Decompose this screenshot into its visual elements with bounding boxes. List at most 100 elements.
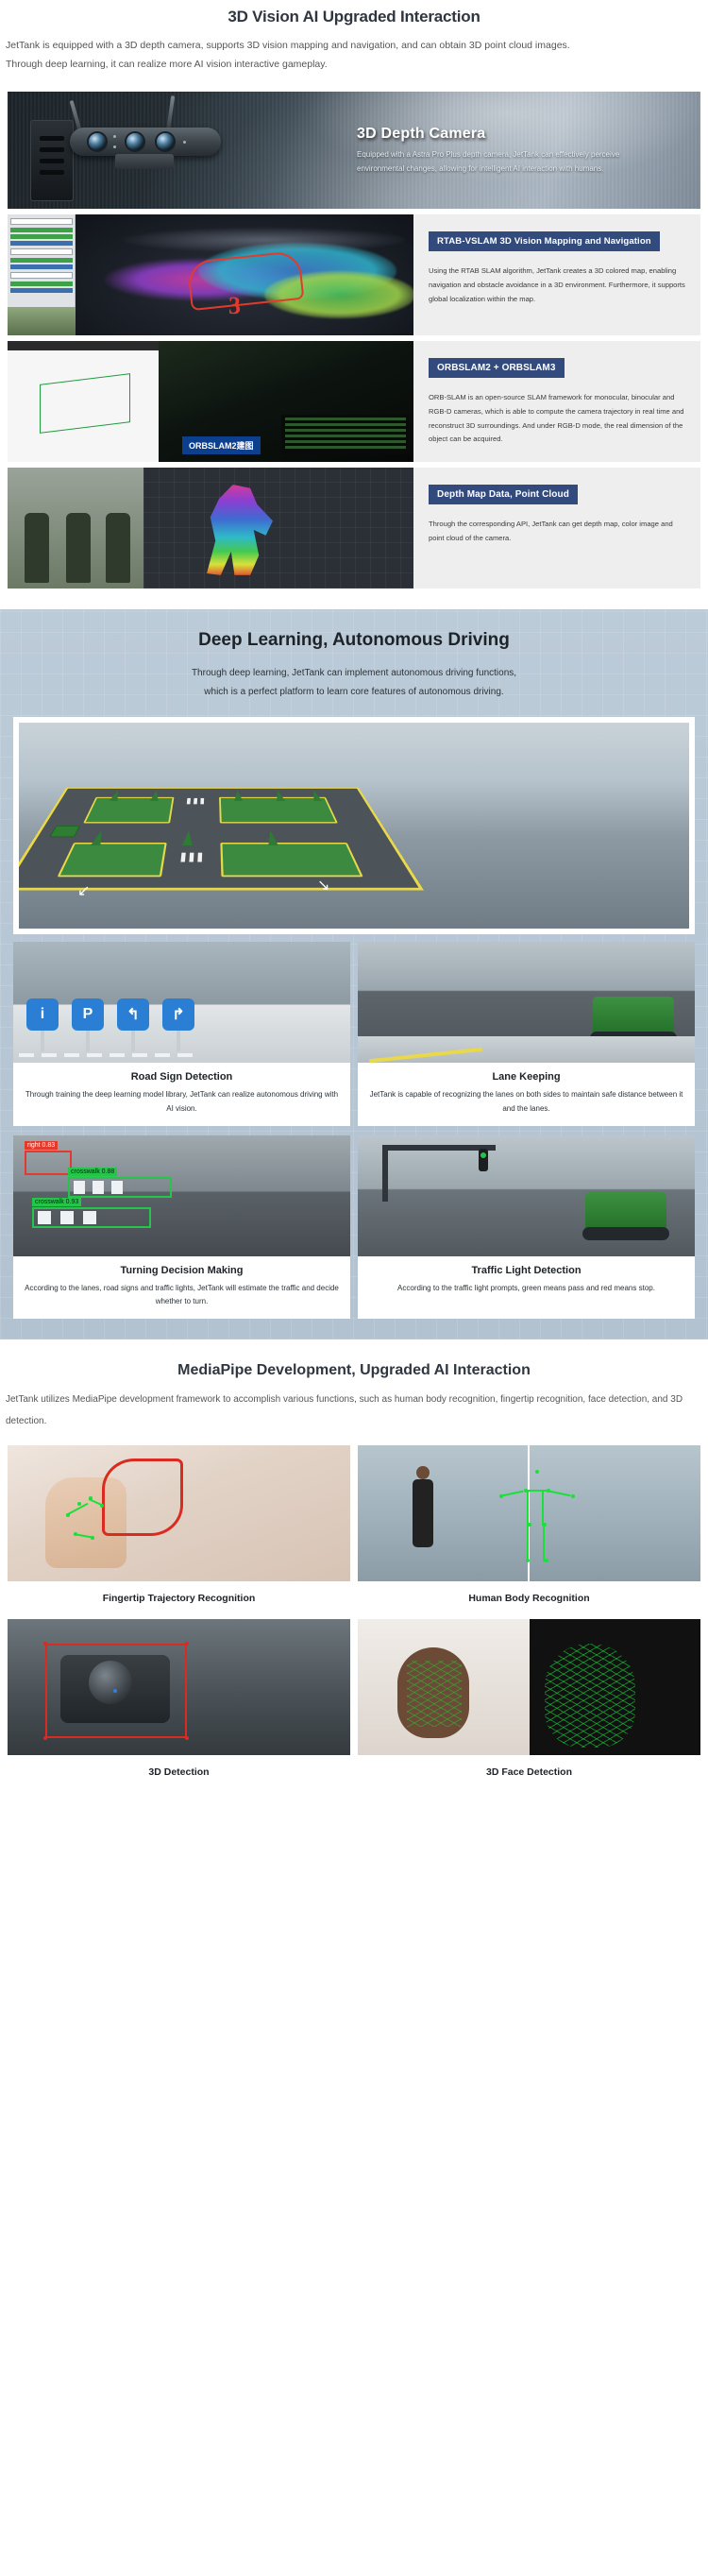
cell-fingertip-trajectory: Fingertip Trajectory Recognition: [8, 1445, 350, 1617]
detection-label: crosswalk 0.93: [32, 1197, 82, 1206]
fingertip-trajectory-path: [102, 1459, 183, 1537]
card-lane-keeping: Lane Keeping JetTank is capable of recog…: [358, 941, 695, 1126]
road-sign-icon: ↱: [162, 998, 194, 1031]
section-mediapipe: MediaPipe Development, Upgraded AI Inter…: [0, 1362, 708, 1791]
mediapipe-lead: JetTank utilizes MediaPipe development f…: [6, 1394, 683, 1427]
orbslam-trajectory-view: [8, 340, 159, 462]
deep-card-row-1: i P ↰ ↱ Road Sign Detection Through trai…: [13, 941, 695, 1126]
orbslam-description: ORB-SLAM is an open-source SLAM framewor…: [429, 392, 684, 444]
feature-rtab-vslam: 3 RTAB-VSLAM 3D Vision Mapping and Navig…: [8, 213, 700, 335]
vision-lead-line2: Through deep learning, it can realize mo…: [6, 59, 328, 71]
fingertip-photo: [8, 1445, 350, 1582]
product-page: 3D Vision AI Upgraded Interaction JetTan…: [0, 0, 708, 1791]
depth-camera-illustration: [25, 95, 242, 209]
orbslam-terminal: [281, 414, 410, 454]
orbslam-info: ORBSLAM2 + ORBSLAM3 ORB-SLAM is an open-…: [413, 341, 700, 462]
deep-lead-line2: which is a perfect platform to learn cor…: [204, 686, 504, 697]
cell-3d-face-detection: 3D Face Detection: [358, 1619, 700, 1791]
deep-card-row-2: right 0.83 crosswalk 0.88 crosswalk 0.93…: [13, 1134, 695, 1320]
section-3d-vision: 3D Vision AI Upgraded Interaction JetTan…: [0, 0, 708, 589]
hero-banner-depth-camera: 3D Depth Camera Equipped with a Astra Pr…: [8, 91, 700, 209]
3d-detection-photo: [8, 1619, 350, 1756]
depth-pointcloud-frame: [143, 467, 413, 589]
depth-map-media: [8, 467, 413, 589]
rtab-point-cloud-map: 3: [76, 213, 413, 335]
camera-lens-icon: [89, 132, 106, 150]
lane-keeping-photo: [358, 941, 695, 1063]
deep-lead-line1: Through deep learning, JetTank can imple…: [191, 667, 517, 678]
orbslam-screenshot: ORBSLAM2建图: [8, 340, 413, 462]
cell-human-body-recognition: Human Body Recognition: [358, 1445, 700, 1617]
camera-stand: [115, 153, 174, 169]
deep-learning-title: Deep Learning, Autonomous Driving: [198, 629, 510, 650]
hero-title: 3D Depth Camera: [357, 125, 486, 142]
traffic-light-photo: [358, 1134, 695, 1256]
detection-label: crosswalk 0.88: [68, 1167, 118, 1176]
rtab-info: RTAB-VSLAM 3D Vision Mapping and Navigat…: [413, 214, 700, 335]
card-turning-decision: right 0.83 crosswalk 0.88 crosswalk 0.93…: [13, 1134, 350, 1320]
rtab-description: Using the RTAB SLAM algorithm, JetTank c…: [429, 265, 685, 303]
camera-lens-icon: [126, 132, 143, 150]
card-title: Road Sign Detection: [130, 1070, 233, 1083]
card-traffic-light-detection: Traffic Light Detection According to the…: [358, 1134, 695, 1320]
detection-label: right 0.83: [25, 1140, 59, 1150]
rtab-badge: RTAB-VSLAM 3D Vision Mapping and Navigat…: [429, 230, 660, 251]
autonomous-track-scene: ↙ ↘: [19, 722, 689, 929]
card-text: According to the lanes, road signs and t…: [25, 1283, 339, 1306]
card-text: JetTank is capable of recognizing the la…: [369, 1089, 683, 1113]
cell-caption: 3D Face Detection: [485, 1766, 573, 1779]
feature-depth-map: Depth Map Data, Point Cloud Through the …: [8, 467, 700, 589]
hero-body: Equipped with a Astra Pro Plus depth cam…: [357, 149, 620, 173]
depth-map-info: Depth Map Data, Point Cloud Through the …: [413, 468, 700, 589]
cell-3d-detection: 3D Detection: [8, 1619, 350, 1791]
section-deep-learning: Deep Learning, Autonomous Driving Throug…: [0, 609, 708, 1339]
track-road-surface: [19, 787, 425, 891]
mediapipe-grid: Fingertip Trajectory Recognition: [8, 1445, 700, 1791]
card-road-sign-detection: i P ↰ ↱ Road Sign Detection Through trai…: [13, 941, 350, 1126]
camera-mount-plate: [30, 119, 74, 201]
mediapipe-title: MediaPipe Development, Upgraded AI Inter…: [177, 1362, 531, 1379]
mediapipe-row-1: Fingertip Trajectory Recognition: [8, 1445, 700, 1617]
vision-lead-line1: JetTank is equipped with a 3D depth came…: [6, 40, 570, 51]
rtab-media: 3: [8, 213, 413, 335]
jettank-robot: [582, 1191, 669, 1240]
cell-caption: 3D Detection: [148, 1766, 210, 1779]
feature-orbslam: ORBSLAM2建图 ORBSLAM2 + ORBSLAM3 ORB-SLAM …: [8, 340, 700, 462]
antenna-right-icon: [166, 95, 176, 132]
deep-learning-lead: Through deep learning, JetTank can imple…: [13, 664, 695, 702]
face-detection-photo: [358, 1619, 700, 1756]
card-title: Turning Decision Making: [120, 1264, 244, 1276]
card-text: Through training the deep learning model…: [25, 1089, 339, 1113]
cell-caption: Human Body Recognition: [468, 1593, 590, 1605]
card-title: Traffic Light Detection: [471, 1264, 582, 1276]
orbslam-media: ORBSLAM2建图: [8, 340, 413, 462]
camera-body: [70, 127, 221, 156]
orbslam-feature-points: [23, 354, 151, 449]
road-sign-icon: i: [26, 998, 59, 1031]
3d-bounding-box: [45, 1644, 187, 1739]
page-title: 3D Vision AI Upgraded Interaction: [228, 8, 480, 26]
rtab-camera-thumb: [8, 306, 76, 335]
card-text: According to the traffic light prompts, …: [397, 1283, 655, 1292]
camera-lens-icon: [157, 132, 174, 150]
depth-map-badge: Depth Map Data, Point Cloud: [429, 484, 578, 504]
cell-caption: Fingertip Trajectory Recognition: [102, 1593, 256, 1605]
depth-rgb-frame: [8, 467, 143, 589]
orbslam-overlay-label: ORBSLAM2建图: [182, 435, 261, 454]
orbslam-badge: ORBSLAM2 + ORBSLAM3: [429, 357, 565, 378]
road-sign-icon: ↰: [117, 998, 149, 1031]
road-sign-photo: i P ↰ ↱: [13, 941, 350, 1063]
rtab-overlay-number: 3: [228, 291, 241, 319]
depth-map-description: Through the corresponding API, JetTank c…: [429, 519, 673, 542]
human-body-photo: [358, 1445, 700, 1582]
autonomous-track-panel: ↙ ↘: [13, 716, 695, 934]
road-sign-icon: P: [72, 998, 104, 1031]
rtab-rviz-panel: [8, 213, 76, 335]
turning-decision-photo: right 0.83 crosswalk 0.88 crosswalk 0.93: [13, 1134, 350, 1256]
track-robot: [49, 825, 80, 838]
vision-lead: JetTank is equipped with a 3D depth came…: [0, 26, 708, 75]
orbslam-window-titlebar: [8, 340, 159, 350]
mediapipe-row-2: 3D Detection 3D Face Detection: [8, 1619, 700, 1791]
card-title: Lane Keeping: [492, 1070, 561, 1083]
jettank-robot: [590, 996, 677, 1045]
